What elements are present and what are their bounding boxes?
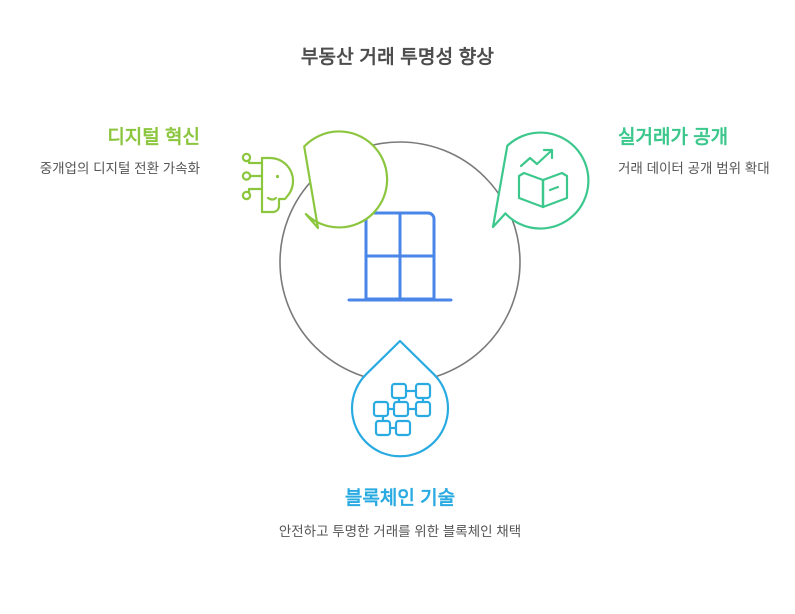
- node-description-digital-innovation: 중개업의 디지털 전환 가속화: [39, 160, 200, 176]
- node-title-price-disclosure: 실거래가 공개: [618, 127, 729, 148]
- page-title: 부동산 거래 투명성 향상: [300, 47, 495, 68]
- ai-head-circuit-icon: [241, 152, 295, 214]
- node-marker-digital-innovation[interactable]: [241, 130, 389, 230]
- node-description-price-disclosure: 거래 데이터 공개 범위 확대: [618, 160, 770, 176]
- teardrop-right: [491, 131, 590, 230]
- node-marker-price-disclosure[interactable]: [491, 131, 590, 230]
- open-book-growth-arrow-icon: [517, 148, 569, 209]
- node-label-digital-innovation: 디지털 혁신 중개업의 디지털 전환 가속화: [0, 126, 200, 178]
- blockchain-network-icon: [372, 382, 432, 437]
- node-description-blockchain: 안전하고 투명한 거래를 위한 블록체인 채택: [278, 523, 522, 539]
- node-title-blockchain: 블록체인 기술: [344, 488, 456, 509]
- node-marker-blockchain[interactable]: [350, 339, 450, 458]
- teardrop-left: [303, 130, 389, 230]
- node-label-blockchain: 블록체인 기술 안전하고 투명한 거래를 위한 블록체인 채택: [248, 487, 552, 541]
- building-icon: [347, 211, 453, 302]
- node-label-price-disclosure: 실거래가 공개 거래 데이터 공개 범위 확대: [618, 126, 795, 178]
- node-title-digital-innovation: 디지털 혁신: [107, 127, 200, 148]
